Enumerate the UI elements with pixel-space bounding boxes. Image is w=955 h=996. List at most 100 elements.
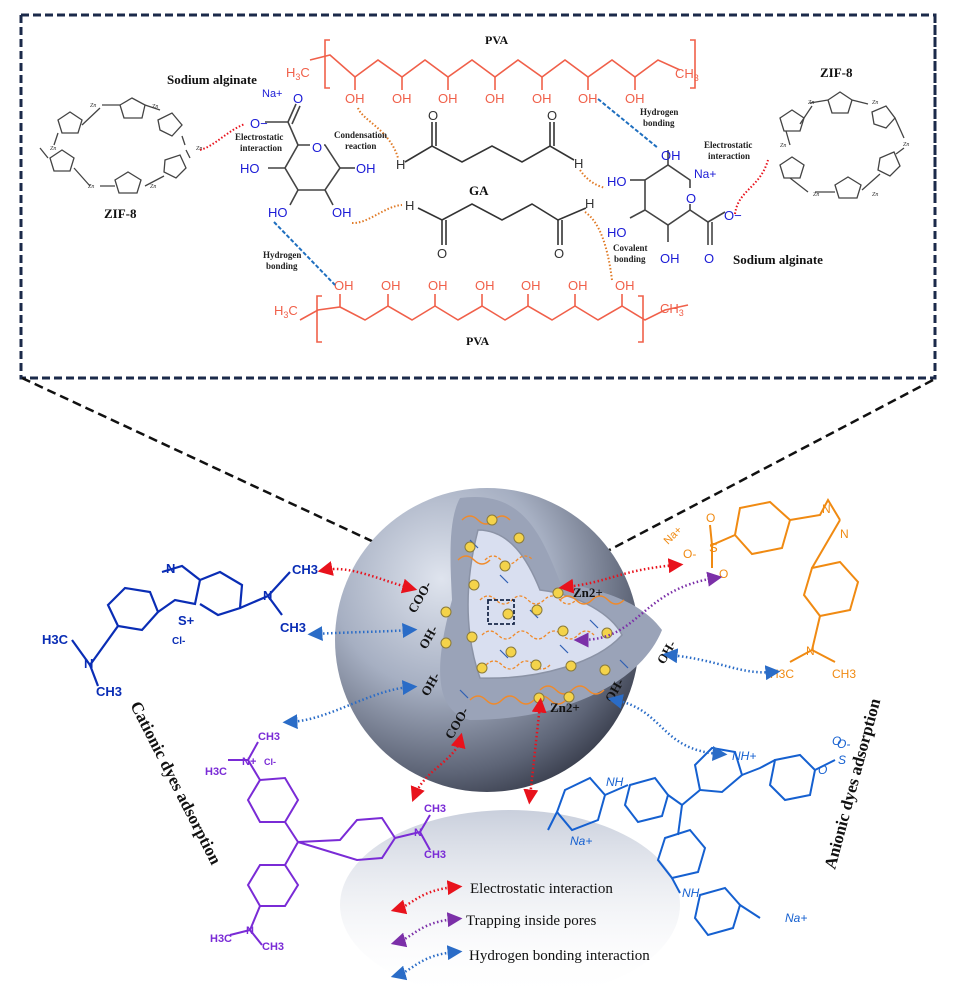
- ga-label: GA: [469, 183, 489, 198]
- alginate-left-ho-1: HO: [240, 161, 260, 176]
- svg-text:O: O: [706, 511, 715, 525]
- crystal-violet-labels: H3C N+ CH3 Cl- N CH3 CH3 H3C N CH3: [205, 731, 446, 953]
- zif8-right-structure: [779, 91, 905, 199]
- pva-bottom-h3c: H3C: [274, 303, 298, 320]
- svg-text:Zn: Zn: [813, 192, 819, 198]
- svg-text:interaction: interaction: [708, 151, 750, 161]
- svg-text:CH3: CH3: [424, 849, 446, 861]
- pva-bottom-ch3: CH3: [660, 301, 684, 318]
- svg-text:H3C: H3C: [42, 632, 69, 647]
- svg-text:OH: OH: [438, 91, 458, 106]
- svg-text:CH3: CH3: [292, 562, 318, 577]
- alginate-left-oh-2: OH: [332, 205, 352, 220]
- svg-text:OH: OH: [625, 91, 645, 106]
- legend: Electrostatic interaction Trapping insid…: [390, 880, 650, 981]
- alginate-right-ho-2: HO: [607, 225, 627, 240]
- svg-text:Na+: Na+: [662, 524, 685, 547]
- sodium-alginate-right-label: Sodium alginate: [733, 252, 823, 267]
- svg-text:OH: OH: [392, 91, 412, 106]
- svg-text:Na+: Na+: [785, 911, 807, 925]
- zoom-frame-border: [19, 13, 937, 380]
- covalent-link-top: [579, 169, 606, 189]
- svg-text:Condensation: Condensation: [334, 130, 387, 140]
- condensation-link-bottom: [351, 204, 403, 225]
- methyl-orange-labels: Na+ O- S O O N N H3C N CH3: [662, 502, 857, 681]
- svg-text:N: N: [166, 561, 175, 576]
- annotation-hydrogen-bonding-right: Hydrogen bonding: [640, 107, 678, 128]
- svg-text:Zn: Zn: [872, 100, 878, 106]
- svg-text:OH: OH: [475, 278, 495, 293]
- cationic-dyes-label: Cationic dyes adsorption: [126, 698, 225, 868]
- ga-top-h-right: H: [574, 156, 583, 171]
- svg-text:Zn: Zn: [90, 103, 96, 109]
- svg-text:Na+: Na+: [570, 834, 592, 848]
- svg-text:NH+: NH+: [732, 749, 756, 763]
- pva-top-ch3: CH3: [675, 66, 699, 83]
- crystal-violet-molecule: [228, 741, 431, 946]
- anionic-dyes-label: Anionic dyes adsorption: [821, 696, 885, 871]
- legend-item-electrostatic: Electrostatic interaction: [390, 880, 613, 915]
- svg-text:OH: OH: [578, 91, 598, 106]
- alginate-left-ring-o: O: [312, 140, 322, 155]
- ga-bottom-h-right: H: [585, 196, 594, 211]
- svg-text:bonding: bonding: [643, 118, 675, 128]
- svg-text:Zn: Zn: [872, 192, 878, 198]
- arrow-hbond-mb: [307, 623, 418, 642]
- legend-label: Hydrogen bonding interaction: [469, 948, 650, 964]
- svg-text:reaction: reaction: [345, 141, 376, 151]
- zif8-left-label: ZIF-8: [104, 206, 137, 221]
- svg-text:Zn: Zn: [780, 143, 786, 149]
- svg-text:Zn: Zn: [196, 146, 202, 152]
- svg-text:interaction: interaction: [240, 143, 282, 153]
- pva-top-h3c: H3C: [286, 65, 310, 82]
- annotation-electrostatic-left: Electrostatic interaction: [235, 132, 283, 153]
- arrow-trapping-mo: [573, 571, 723, 648]
- svg-text:N: N: [84, 656, 93, 671]
- svg-text:Electrostatic: Electrostatic: [235, 132, 283, 142]
- svg-text:NH: NH: [606, 775, 624, 789]
- ga-top-o-right: O: [547, 108, 557, 123]
- svg-text:O: O: [832, 734, 841, 748]
- electrostatic-link-left: [199, 123, 246, 151]
- alginate-right-oh-bottom: OH: [660, 251, 680, 266]
- pva-top-chain: [309, 39, 696, 90]
- hydrogen-bond-link-left: [273, 221, 336, 286]
- svg-text:Cl-: Cl-: [172, 636, 185, 647]
- annotation-electrostatic-right: Electrostatic interaction: [704, 140, 752, 161]
- svg-text:OH: OH: [485, 91, 505, 106]
- alginate-left-o-minus: O−: [250, 116, 268, 131]
- condensation-link-top: [357, 107, 399, 159]
- ga-molecule-bottom: [417, 203, 587, 245]
- hydrogen-bond-link-right: [597, 98, 659, 149]
- svg-text:OH: OH: [334, 278, 354, 293]
- ga-bottom-o-right: O: [554, 246, 564, 261]
- ga-bottom-o-left: O: [437, 246, 447, 261]
- ga-top-h-left: H: [396, 157, 405, 172]
- annotation-covalent: Covalent bonding: [613, 243, 648, 264]
- svg-text:CH3: CH3: [832, 667, 856, 681]
- legend-arrow-red: [390, 880, 463, 915]
- svg-text:S: S: [838, 753, 846, 767]
- svg-text:O-: O-: [837, 737, 850, 751]
- svg-text:Zn: Zn: [903, 142, 909, 148]
- svg-text:CH3: CH3: [262, 941, 284, 953]
- svg-text:S+: S+: [178, 613, 195, 628]
- electrostatic-link-right: [734, 159, 769, 215]
- alginate-left-oh-1: OH: [356, 161, 376, 176]
- ga-molecule-top: [404, 122, 575, 163]
- svg-text:OH: OH: [532, 91, 552, 106]
- methylene-blue-labels: N S+ Cl- CH3 CH3 H3C N CH3 N: [42, 561, 318, 699]
- zif8-particles: [440, 514, 613, 704]
- alginate-left-na: Na+: [262, 88, 283, 100]
- annotation-hydrogen-bonding-left: Hydrogen bonding: [263, 250, 301, 271]
- methylene-blue-molecule: [71, 564, 291, 687]
- svg-text:NH: NH: [682, 886, 700, 900]
- ga-bottom-h-left: H: [405, 198, 414, 213]
- svg-text:H3C: H3C: [770, 667, 794, 681]
- svg-text:O: O: [719, 567, 728, 581]
- alginate-right-ring: [629, 150, 726, 245]
- alginate-left-ho-2: HO: [268, 205, 288, 220]
- svg-text:OH: OH: [428, 278, 448, 293]
